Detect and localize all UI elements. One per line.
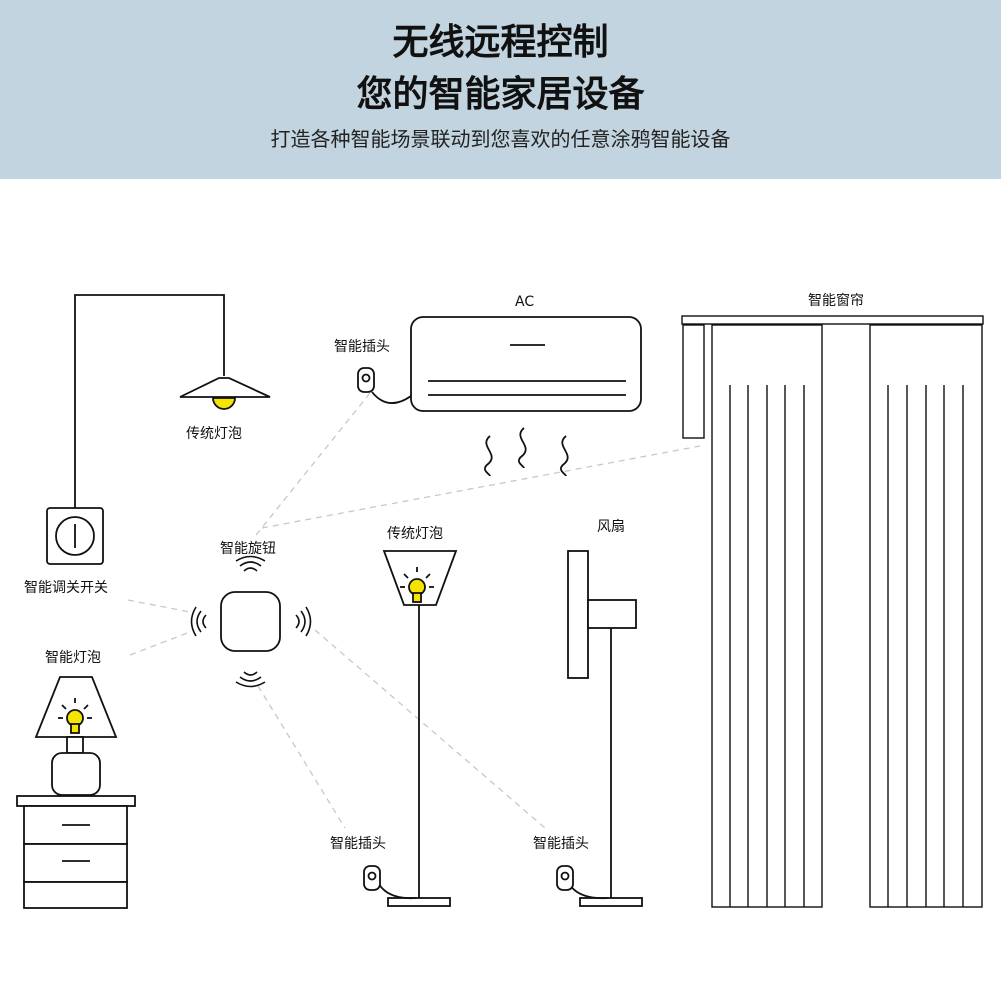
dashed-connections: [127, 392, 701, 829]
wifi-wave-icon: [190, 555, 312, 688]
header-banner: [0, 0, 1001, 179]
ceiling-lamp-icon: [74, 294, 271, 508]
label-smart-plug-floor-lamp: 智能插头: [330, 836, 386, 852]
label-smart-curtain: 智能窗帘: [808, 293, 864, 309]
label-smart-plug-ac: 智能插头: [334, 339, 390, 355]
plug-icon: [357, 367, 412, 404]
label-smart-knob: 智能旋钮: [220, 541, 276, 557]
label-smart-bulb: 智能灯泡: [45, 650, 101, 666]
plug-icon: [556, 865, 609, 900]
plug-icon: [363, 865, 417, 900]
label-fan: 风扇: [597, 519, 625, 535]
wall-switch-icon: [46, 507, 104, 565]
page-subtitle: 打造各种智能场景联动到您喜欢的任意涂鸦智能设备: [270, 127, 731, 151]
floor-lamp-icon: [382, 550, 458, 907]
label-traditional-bulb-ceiling: 传统灯泡: [186, 426, 242, 442]
page-title-line1: 无线远程控制: [392, 22, 609, 63]
label-smart-dimmer-switch: 智能调关开关: [24, 580, 108, 596]
nightstand-icon: [16, 795, 136, 909]
page-title-line2: 您的智能家居设备: [356, 74, 645, 115]
table-lamp-icon: [34, 676, 118, 796]
air-conditioner-icon: [410, 316, 642, 477]
label-smart-plug-fan: 智能插头: [533, 836, 589, 852]
smart-knob-icon: [220, 591, 281, 652]
fan-icon: [567, 550, 643, 907]
label-traditional-bulb-floor: 传统灯泡: [387, 526, 443, 542]
curtain-icon: [681, 315, 984, 908]
label-ac: AC: [515, 294, 535, 310]
